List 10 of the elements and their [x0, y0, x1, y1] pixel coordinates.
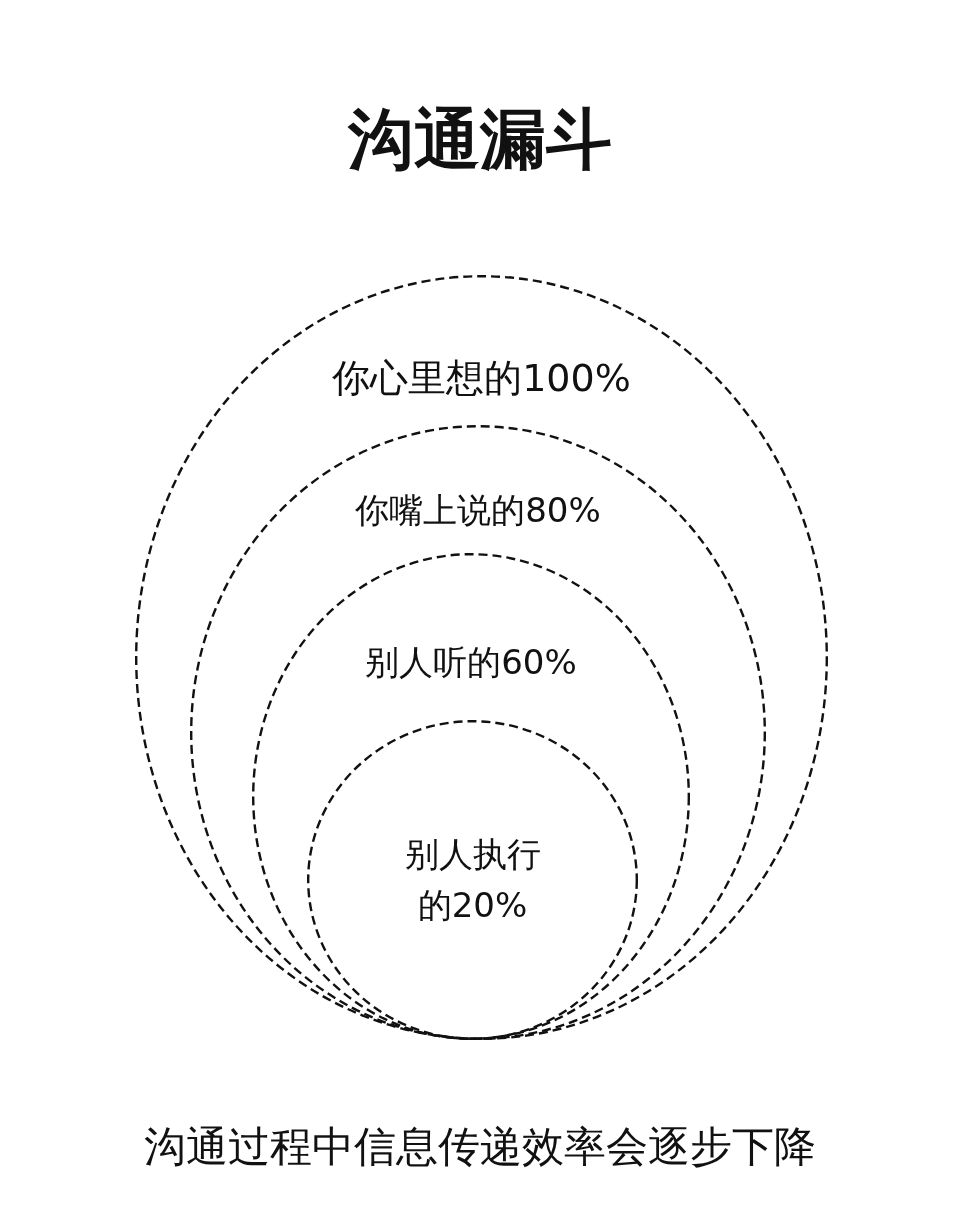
ellipse-label: 别人听的60%	[364, 640, 578, 684]
title: 沟通漏斗	[347, 100, 613, 180]
dashed-ellipse	[307, 720, 638, 1040]
dashed-ellipse	[190, 425, 766, 1040]
dashed-ellipse	[252, 553, 690, 1040]
dashed-ellipse	[135, 275, 828, 1040]
ellipse-label: 你嘴上说的80%	[354, 488, 602, 532]
caption: 沟通过程中信息传递效率会逐步下降	[143, 1121, 817, 1173]
ellipse-label: 别人执行的20%	[403, 833, 542, 927]
ellipse-label: 你心里想的100%	[331, 354, 632, 402]
